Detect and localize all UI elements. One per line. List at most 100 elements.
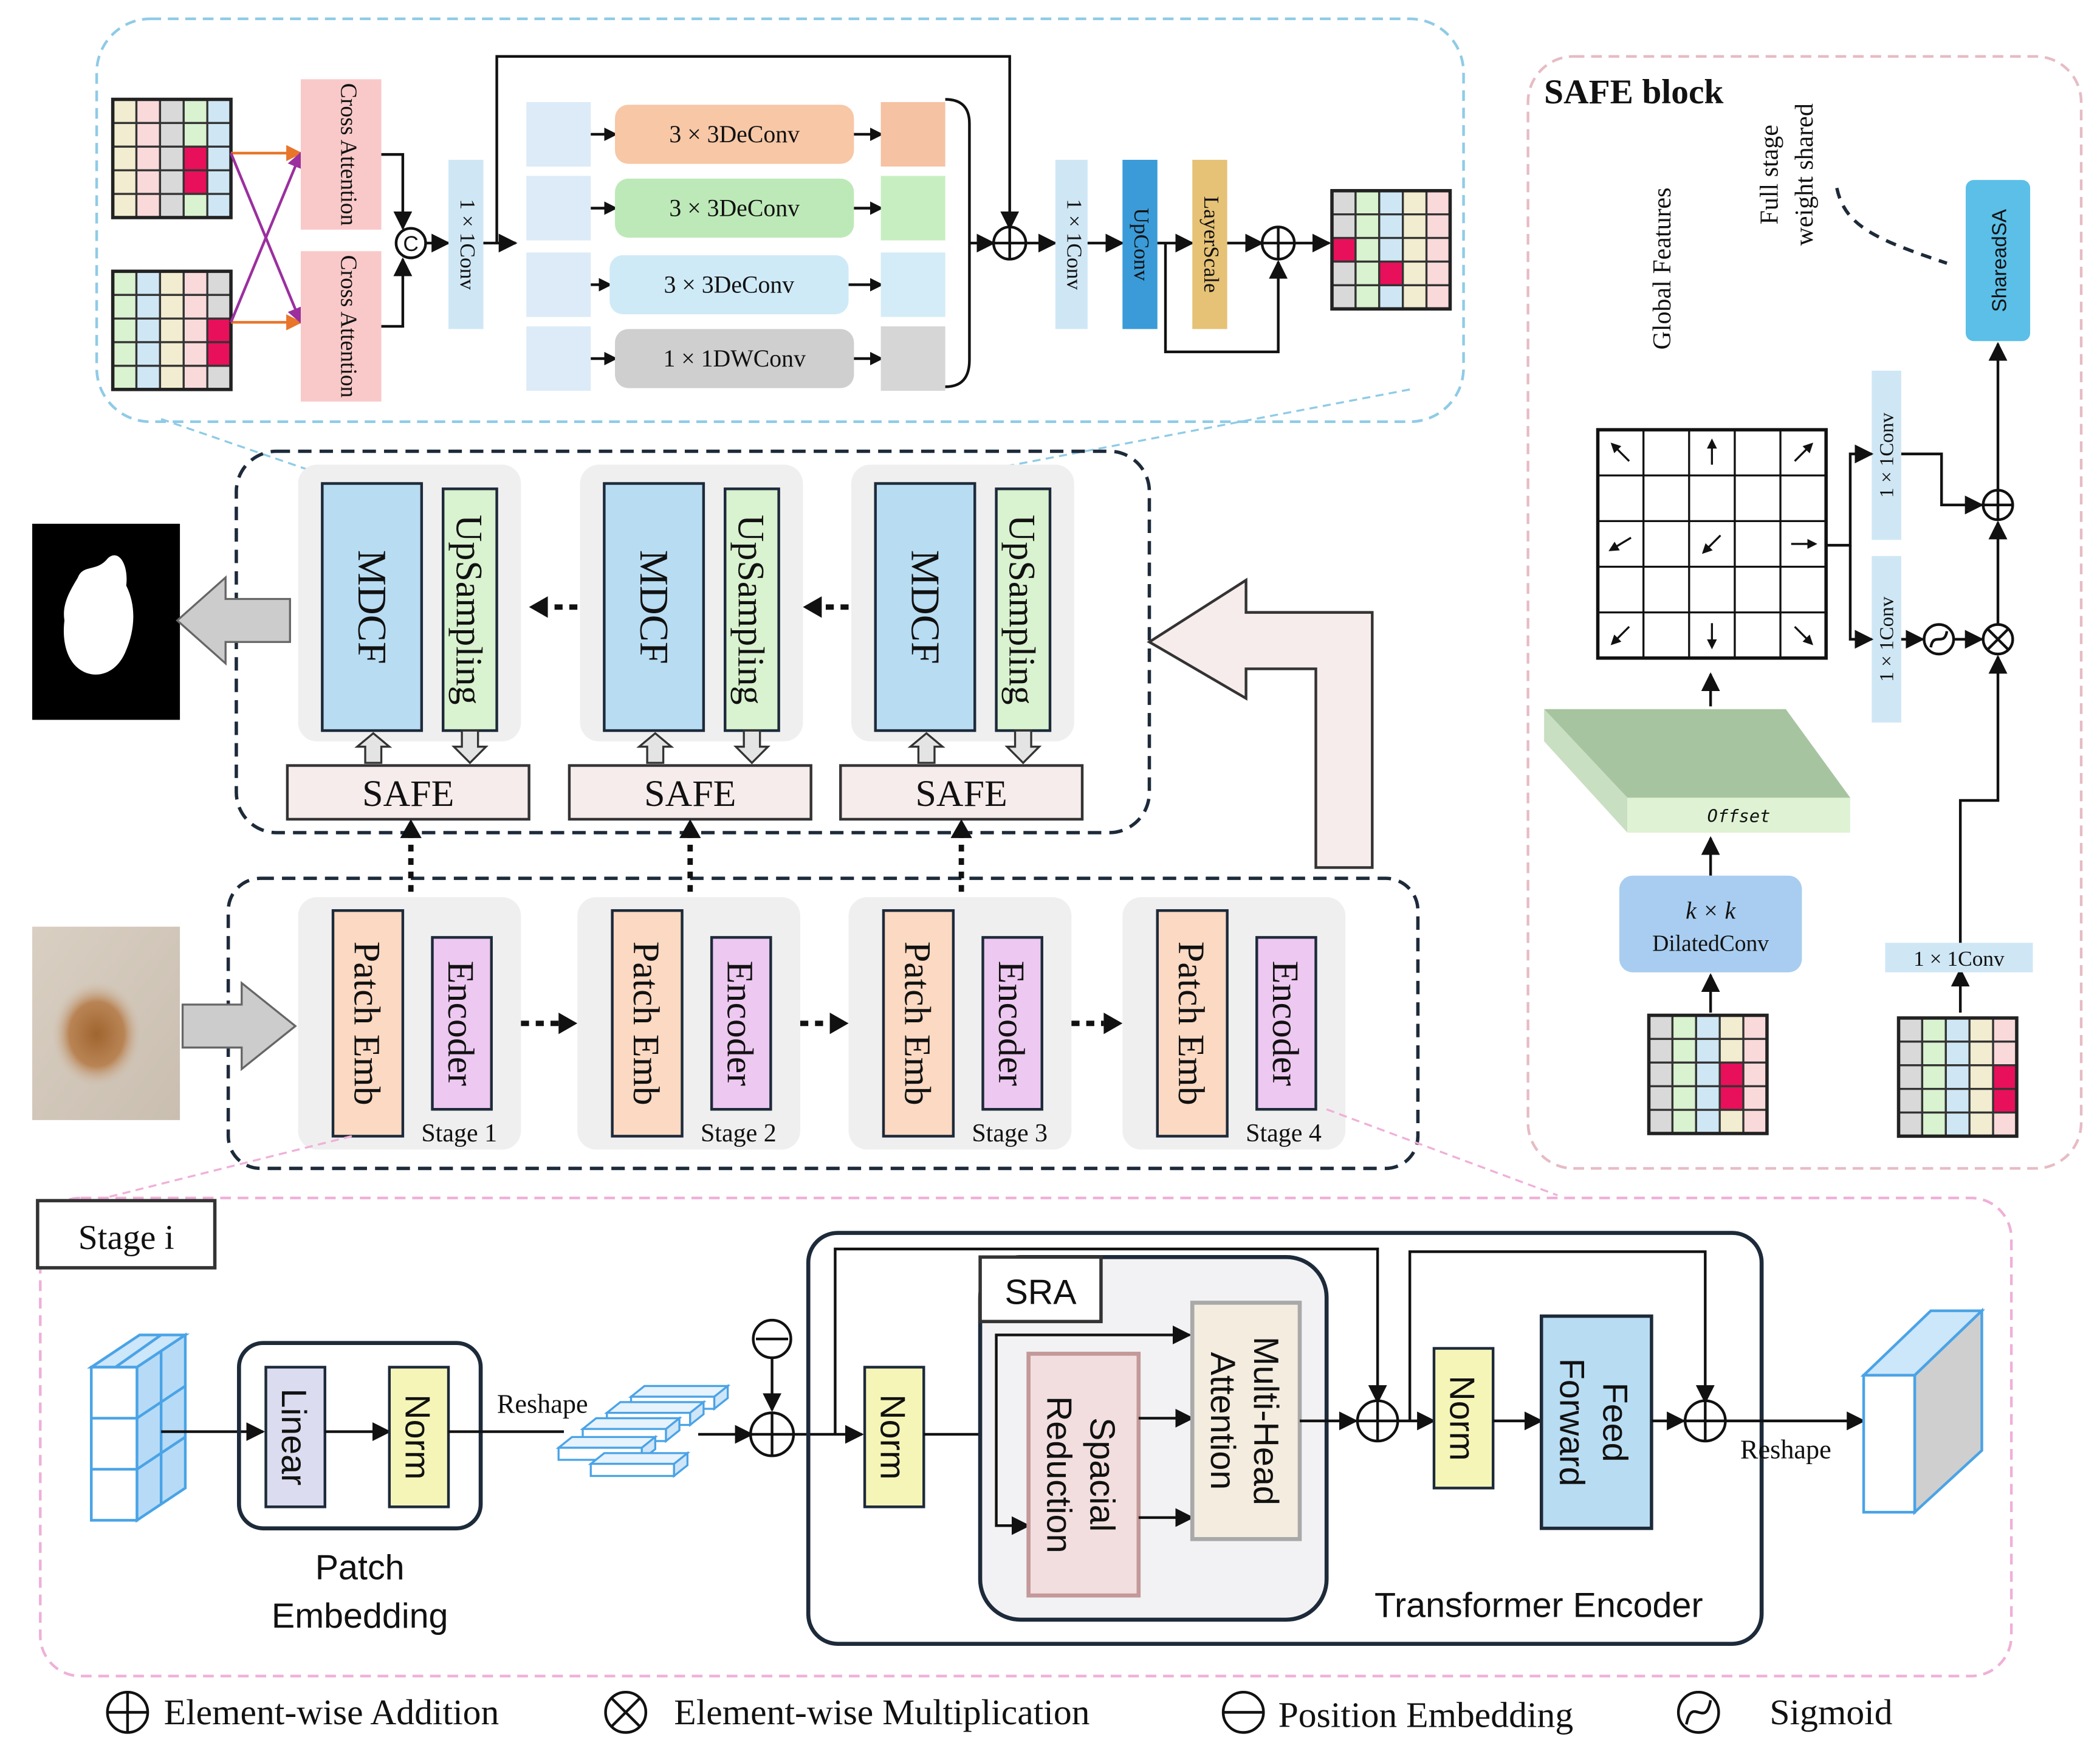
grid-cell xyxy=(1992,1041,2018,1067)
weight-note-line1: Full stage xyxy=(1756,125,1784,224)
grid-cell xyxy=(1647,1085,1674,1111)
grid-cell xyxy=(111,317,138,343)
branch-3: 3 × 3DeConv xyxy=(526,252,945,317)
grid-cell xyxy=(1425,260,1452,286)
patch-emb-box: Patch Emb xyxy=(882,909,955,1138)
offset-arrow-icon xyxy=(1610,625,1630,645)
grid-cell xyxy=(1331,284,1357,310)
grid-cell xyxy=(1378,236,1404,263)
svg-text:1 × 1Conv: 1 × 1Conv xyxy=(1876,413,1898,498)
patch-embedding-label-2: Embedding xyxy=(272,1597,448,1636)
branch-2: 3 × 3DeConv xyxy=(526,176,945,241)
grid-cell xyxy=(135,145,162,171)
feature-grid-b xyxy=(111,269,233,391)
feature-grid-output xyxy=(1330,189,1452,311)
grid-cell xyxy=(1647,1109,1674,1135)
grid-cell xyxy=(1921,1041,1947,1067)
grid-cell xyxy=(1378,260,1404,286)
grid-cell xyxy=(1718,1014,1745,1041)
input-dermoscopy-image xyxy=(32,926,180,1120)
grid-cell xyxy=(1331,236,1357,263)
weight-shared-curve xyxy=(1835,187,1947,265)
svg-text:Encoder: Encoder xyxy=(990,961,1032,1086)
grid-cell xyxy=(206,341,232,367)
grid-cell xyxy=(1671,1061,1697,1087)
grid-cell xyxy=(1671,1109,1697,1135)
grid-cell xyxy=(1695,1061,1721,1087)
grid-cell xyxy=(111,341,138,367)
input-arrow xyxy=(181,981,297,1072)
stage-label: Stage 4 xyxy=(1246,1120,1322,1147)
grid-cell xyxy=(1425,213,1452,239)
grid-cell xyxy=(135,169,162,195)
grid-cell xyxy=(206,169,232,195)
patch-emb-box: Patch Emb xyxy=(611,909,684,1138)
svg-text:Norm: Norm xyxy=(397,1394,436,1479)
grid-cell xyxy=(206,317,232,343)
legend-sigmoid: Sigmoid xyxy=(1676,1691,1893,1734)
svg-text:Reduction: Reduction xyxy=(1040,1396,1079,1553)
layerscale-box: LayerScale xyxy=(1192,159,1227,329)
upconv-box: UpConv xyxy=(1122,159,1158,329)
patch-emb-box: Patch Emb xyxy=(331,909,405,1138)
grid-cell xyxy=(1968,1087,1994,1114)
zoom-line-left xyxy=(160,418,318,474)
grid-cell xyxy=(1742,1061,1768,1087)
segmentation-mask-output xyxy=(32,523,180,720)
grid-cell xyxy=(1671,1085,1697,1111)
patch-token xyxy=(580,1417,682,1430)
legend-multiplication: Element-wise Multiplication xyxy=(604,1691,1090,1734)
grid-cell xyxy=(1968,1064,1994,1090)
legend-position: Position Embedding xyxy=(1221,1691,1573,1735)
grid-cell xyxy=(182,98,208,125)
grid-cell xyxy=(135,122,162,148)
grid-cell xyxy=(206,193,232,219)
svg-text:Element-wise Addition: Element-wise Addition xyxy=(164,1692,499,1732)
offset-arrow-icon xyxy=(1794,442,1814,462)
svg-text:SRA: SRA xyxy=(1004,1273,1077,1312)
add-symbol-2 xyxy=(1260,225,1296,261)
grid-cell xyxy=(1897,1111,1924,1138)
svg-text:Feed: Feed xyxy=(1595,1383,1634,1462)
grid-cell xyxy=(1331,260,1357,286)
feature-grid-a xyxy=(111,97,233,219)
upsampling-box: UpSampling xyxy=(724,487,780,732)
grid-cell xyxy=(159,169,185,195)
grid-cell xyxy=(1647,1037,1674,1064)
mdcf-box: MDCF xyxy=(321,482,424,732)
feed-forward-box: Feed Forward xyxy=(1539,1314,1653,1530)
grid-cell xyxy=(1354,213,1381,239)
grid-cell xyxy=(1378,213,1404,239)
grid-cell xyxy=(1671,1014,1697,1041)
offset-arrow-icon xyxy=(1794,625,1814,645)
feature-grid-safe-left xyxy=(1647,1013,1769,1135)
svg-text:UpSampling: UpSampling xyxy=(730,515,771,705)
norm-box-1: Norm xyxy=(863,1366,925,1508)
svg-text:Offset: Offset xyxy=(1707,805,1771,826)
grid-cell xyxy=(1897,1017,1924,1043)
stage-i-panel xyxy=(39,1196,2013,1677)
grid-cell xyxy=(159,145,185,171)
grid-cell xyxy=(182,365,208,391)
global-features-label: Global Features xyxy=(1649,187,1676,349)
grid-cell xyxy=(1992,1064,2018,1090)
weight-note-line2: weight shared xyxy=(1791,103,1819,246)
add-symbol-safe xyxy=(1982,489,2014,521)
patch-emb-box: Patch Emb xyxy=(1156,909,1229,1138)
grid-cell xyxy=(1718,1085,1745,1111)
svg-text:3 × 3DeConv: 3 × 3DeConv xyxy=(669,121,800,148)
grid-cell xyxy=(206,270,232,296)
reshape-label-out: Reshape xyxy=(1740,1435,1831,1465)
svg-text:MDCF: MDCF xyxy=(902,550,947,664)
grid-cell xyxy=(1968,1041,1994,1067)
grid-cell xyxy=(1354,236,1381,263)
grid-cell xyxy=(1331,190,1357,216)
grid-cell xyxy=(1671,1037,1697,1064)
svg-text:Linear: Linear xyxy=(274,1389,313,1486)
